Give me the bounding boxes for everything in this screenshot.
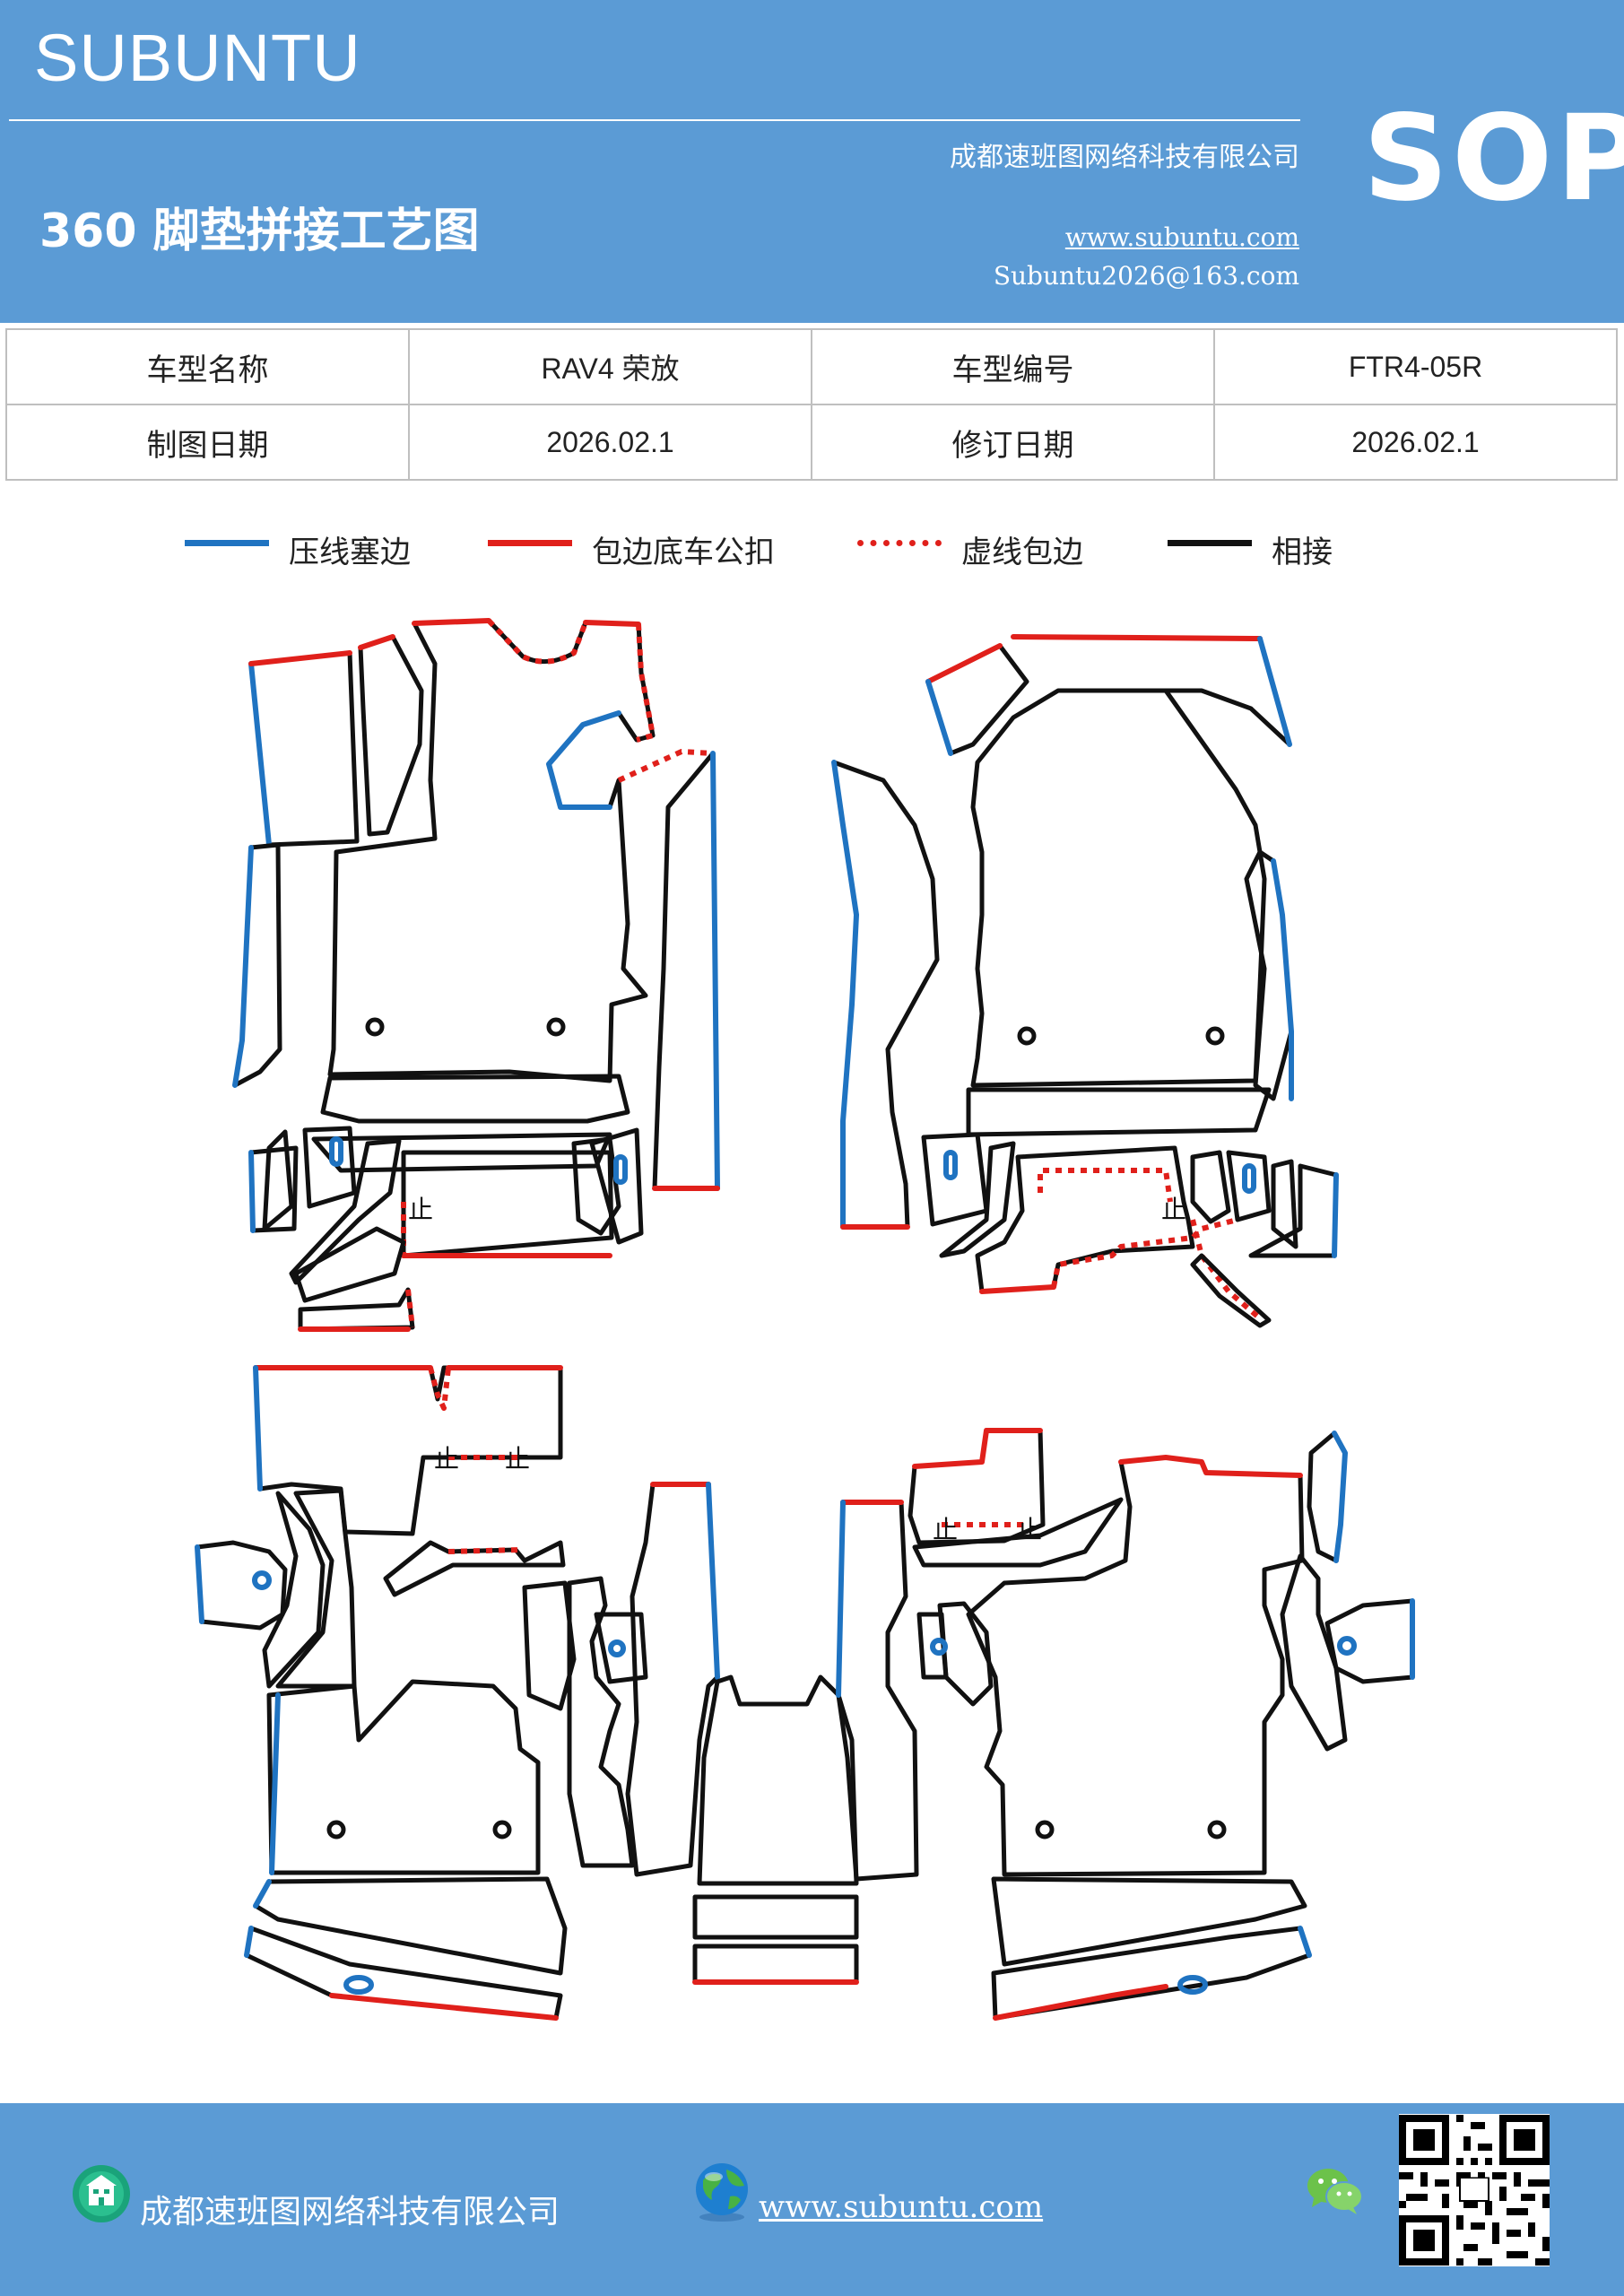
front-left-mat-group: 止 [232, 618, 720, 1332]
drawing-date-label: 制图日期 [5, 404, 410, 481]
qr-code[interactable] [1399, 2114, 1550, 2266]
svg-text:止: 止 [505, 1444, 530, 1474]
drawing-date-value: 2026.02.1 [408, 404, 812, 481]
building-icon [73, 2165, 130, 2222]
header-divider [9, 119, 1300, 121]
line-legend: 压线塞边 包边底车公扣 虚线包边 相接 [0, 520, 1624, 574]
brand-name: SUBUNTU [34, 21, 361, 95]
footer-banner: 成都速班图网络科技有限公司 www.subuntu.com [0, 2103, 1624, 2296]
front-right-mat-group: 止 [831, 634, 1339, 1328]
legend-label: 包边底车公扣 [592, 535, 775, 570]
mat-piece-main [253, 1365, 563, 1536]
sop-badge: SOP [1363, 90, 1624, 228]
mat-splicing-drawing: .k { stroke:#111; } .b { stroke:#1f73c1;… [195, 618, 1415, 2021]
legend-label: 压线塞边 [289, 535, 411, 570]
vehicle-info-table: 车型名称 RAV4 荣放 车型编号 FTR4-05R 制图日期 2026.02.… [5, 328, 1618, 481]
legend-label: 虚线包边 [961, 535, 1083, 570]
model-code-value: FTR4-05R [1213, 328, 1618, 405]
document-title: 360 脚垫拼接工艺图 [39, 204, 480, 258]
rear-center-mat-group [522, 1482, 919, 1985]
email-address[interactable]: Subuntu2026@163.com [993, 261, 1299, 291]
footer-company-name: 成都速班图网络科技有限公司 [140, 2194, 560, 2231]
footer-website-link[interactable]: www.subuntu.com [759, 2189, 1044, 2225]
company-name: 成都速班图网络科技有限公司 [950, 142, 1299, 173]
table-row: 车型名称 RAV4 荣放 车型编号 FTR4-05R [5, 328, 1618, 405]
svg-text:止: 止 [434, 1444, 459, 1474]
globe-icon [696, 2163, 748, 2222]
mat-piece-main [970, 634, 1292, 1088]
mat-piece-main [327, 618, 656, 1083]
wechat-icon [1307, 2169, 1363, 2214]
svg-text:止: 止 [1017, 1515, 1042, 1544]
legend-swatch-red-dotted [857, 540, 942, 546]
model-name-label: 车型名称 [5, 328, 410, 405]
revision-date-label: 修订日期 [811, 404, 1215, 481]
svg-text:止: 止 [408, 1195, 433, 1224]
legend-swatch-red [488, 540, 572, 546]
rear-right-mat-group: 止 止 [908, 1428, 1415, 2021]
legend-swatch-blue [185, 540, 269, 546]
legend-label: 相接 [1272, 535, 1333, 570]
rear-left-mat-group: 止 止 [195, 1365, 568, 2021]
svg-text:止: 止 [1161, 1195, 1186, 1224]
legend-swatch-black [1168, 540, 1252, 546]
model-name-value: RAV4 荣放 [408, 328, 812, 405]
revision-date-value: 2026.02.1 [1213, 404, 1618, 481]
model-code-label: 车型编号 [811, 328, 1215, 405]
table-row: 制图日期 2026.02.1 修订日期 2026.02.1 [5, 404, 1618, 481]
header-banner: SUBUNTU 成都速班图网络科技有限公司 360 脚垫拼接工艺图 www.su… [0, 0, 1624, 323]
website-link[interactable]: www.subuntu.com [1064, 222, 1299, 252]
svg-text:止: 止 [933, 1515, 958, 1544]
